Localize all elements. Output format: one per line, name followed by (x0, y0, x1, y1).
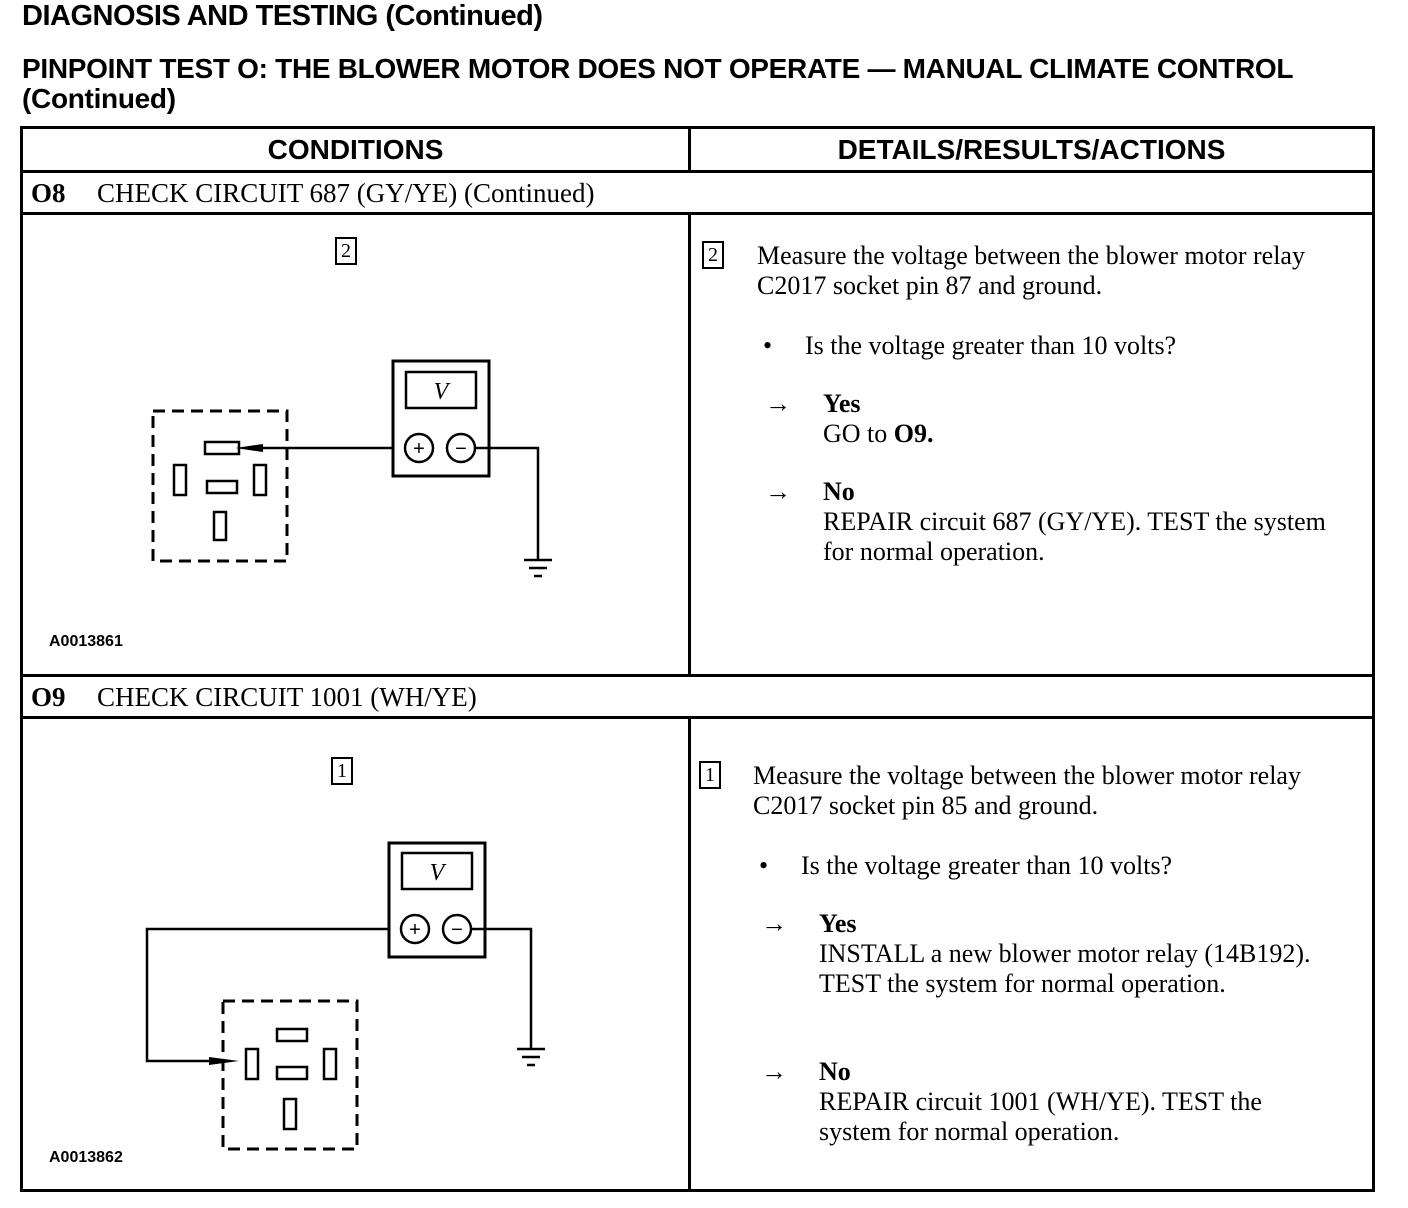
step-title: CHECK CIRCUIT 687 (GY/YE) (Continued) (97, 178, 595, 208)
socket-pin-top (275, 1027, 309, 1043)
page-subtitle: PINPOINT TEST O: THE BLOWER MOTOR DOES N… (22, 53, 1293, 114)
page-title: DIAGNOSIS AND TESTING (Continued) (22, 0, 543, 32)
relay-socket-outline (221, 999, 359, 1151)
socket-pin-center (275, 1065, 309, 1081)
yes-arrow: → (761, 909, 787, 938)
figure-step-number: 1 (331, 757, 353, 785)
conditions-header: CONDITIONS (23, 129, 691, 170)
socket-pin-right (252, 463, 268, 497)
step-o8-body: V + − 2 A0013861 2 Measure the voltage b… (23, 215, 1372, 677)
yes-target: O9. (893, 419, 934, 448)
probe-tip (235, 444, 263, 452)
yes-result: Yes INSTALL a new blower motor relay (14… (819, 909, 1319, 999)
no-action: REPAIR circuit 687 (GY/YE). TEST the sys… (823, 507, 1326, 566)
yes-result: Yes GO to O9. (823, 389, 1343, 449)
bullet-symbol: • (759, 851, 769, 880)
multimeter-diagram-o9: V + − (145, 841, 545, 1151)
socket-pin-85 (244, 1047, 260, 1081)
relay-socket-outline (151, 409, 289, 563)
minus-terminal-symbol: − (451, 919, 463, 941)
multimeter-display (400, 851, 474, 891)
socket-pin-center (205, 479, 239, 495)
figure-id: A0013861 (49, 633, 123, 650)
multimeter-diagram-o8: V + − (151, 359, 552, 578)
multimeter-display (404, 370, 478, 410)
no-action: REPAIR circuit 1001 (WH/YE). TEST the sy… (819, 1087, 1262, 1146)
socket-pin-right (322, 1047, 338, 1081)
yes-action: INSTALL a new blower motor relay (14B192… (819, 939, 1311, 998)
table-header: CONDITIONS DETAILS/RESULTS/ACTIONS (23, 129, 1372, 173)
bullet-symbol: • (763, 331, 773, 360)
question-text: Is the voltage greater than 10 volts? (801, 851, 1173, 880)
step-o9-body: V + − 1 A0013862 1 Measure the voltage b… (23, 719, 1372, 1189)
step-o8-header: O8 CHECK CIRCUIT 687 (GY/YE) (Continued) (23, 173, 1372, 215)
detail-step-number: 2 (702, 241, 724, 269)
no-label: No (823, 477, 855, 506)
no-label: No (819, 1057, 851, 1086)
step-title: CHECK CIRCUIT 1001 (WH/YE) (97, 682, 477, 712)
instruction-text: Measure the voltage between the blower m… (753, 761, 1301, 820)
yes-label: Yes (823, 389, 861, 418)
socket-pin-bottom (212, 510, 228, 542)
step-o8-details: 2 Measure the voltage between the blower… (691, 215, 1372, 674)
multimeter-volt-label: V (430, 860, 447, 886)
plus-terminal-symbol: + (409, 919, 421, 941)
figure-step-number: 2 (335, 237, 357, 265)
plus-terminal (399, 913, 431, 945)
step-o8-conditions: V + − 2 A0013861 (23, 215, 691, 674)
no-result: No REPAIR circuit 687 (GY/YE). TEST the … (823, 477, 1343, 567)
instruction-text: Measure the voltage between the blower m… (757, 241, 1305, 300)
no-result: No REPAIR circuit 1001 (WH/YE). TEST the… (819, 1057, 1339, 1147)
details-header: DETAILS/RESULTS/ACTIONS (837, 134, 1226, 165)
socket-pin-left (172, 463, 188, 497)
no-arrow: → (765, 477, 791, 506)
no-arrow: → (761, 1057, 787, 1086)
yes-action: GO to (823, 419, 894, 448)
plus-terminal (403, 432, 435, 464)
figure-id: A0013862 (49, 1149, 123, 1166)
yes-arrow: → (765, 389, 791, 418)
socket-pin-87 (203, 440, 241, 456)
step-id: O9 (31, 682, 66, 712)
plus-terminal-symbol: + (413, 438, 425, 460)
step-o9-conditions: V + − 1 A0013862 (23, 719, 691, 1189)
yes-label: Yes (819, 909, 857, 938)
probe-tip (209, 1057, 239, 1065)
step-id: O8 (31, 178, 66, 208)
multimeter-volt-label: V (434, 379, 451, 405)
minus-terminal-symbol: − (455, 438, 467, 460)
pinpoint-test-table: CONDITIONS DETAILS/RESULTS/ACTIONS O8 CH… (20, 126, 1375, 1192)
question-text: Is the voltage greater than 10 volts? (805, 331, 1177, 360)
step-o9-header: O9 CHECK CIRCUIT 1001 (WH/YE) (23, 677, 1372, 719)
step-o9-details: 1 Measure the voltage between the blower… (691, 719, 1372, 1189)
detail-step-number: 1 (699, 761, 721, 789)
socket-pin-bottom (282, 1097, 298, 1131)
